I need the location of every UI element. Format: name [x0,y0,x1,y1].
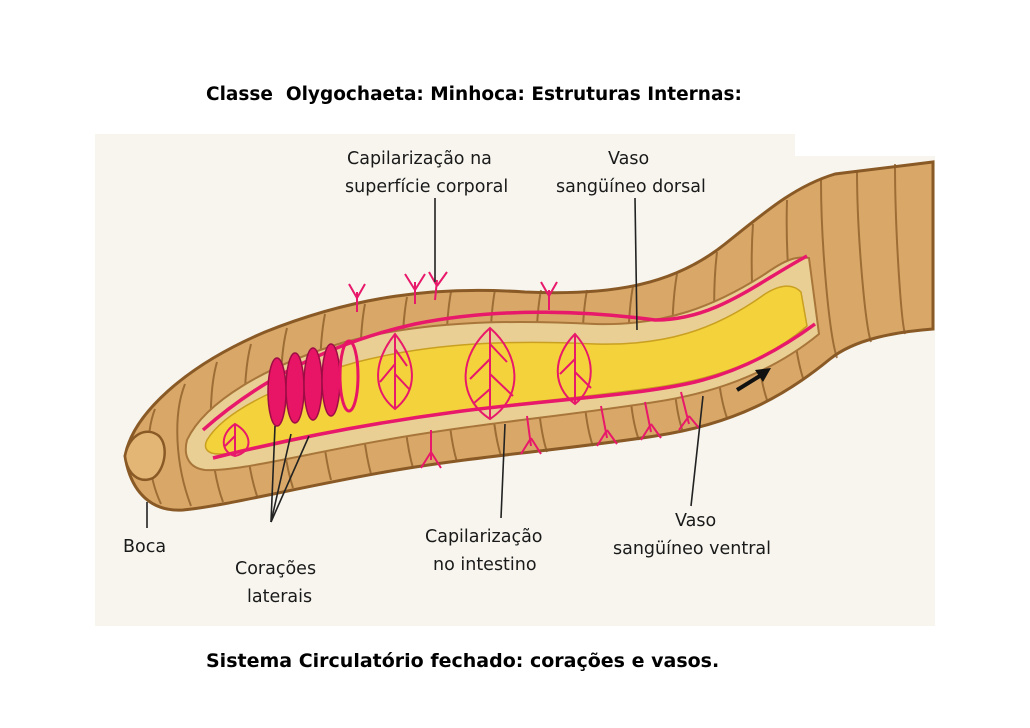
heart-4 [321,343,341,417]
surface-capillaries [348,271,700,469]
label-coracoes-line2: laterais [247,587,312,607]
mouth [123,430,166,481]
heart-1 [267,357,287,427]
page-title: Classe Olygochaeta: Minhoca: Estruturas … [206,84,742,105]
leader-lines [146,197,704,528]
label-vaso-ventral-line2: sangüíneo ventral [613,539,771,559]
page-caption: Sistema Circulatório fechado: corações e… [206,650,720,672]
label-vaso-dorsal-line2: sangüíneo dorsal [556,177,706,197]
earthworm-diagram: Capilarização na superfície corporal Vas… [95,134,935,626]
flow-arrow-icon [735,368,771,392]
heart-2 [285,352,305,424]
intestine-capillaries [222,326,592,458]
label-vaso-ventral-line1: Vaso [675,511,716,531]
heart-3 [303,347,323,421]
label-capilarizacao-intestino-line1: Capilarização [425,527,543,547]
label-capilarizacao-superficie-line1: Capilarização na [347,149,492,169]
label-boca: Boca [123,537,166,557]
label-coracoes-line1: Corações [235,559,316,579]
label-capilarizacao-intestino-line2: no intestino [433,555,537,575]
lateral-hearts [267,339,360,427]
ventral-vessel [212,322,817,460]
label-vaso-dorsal-line1: Vaso [608,149,649,169]
label-capilarizacao-superficie-line2: superfície corporal [345,177,508,197]
heart-5 [338,339,360,413]
